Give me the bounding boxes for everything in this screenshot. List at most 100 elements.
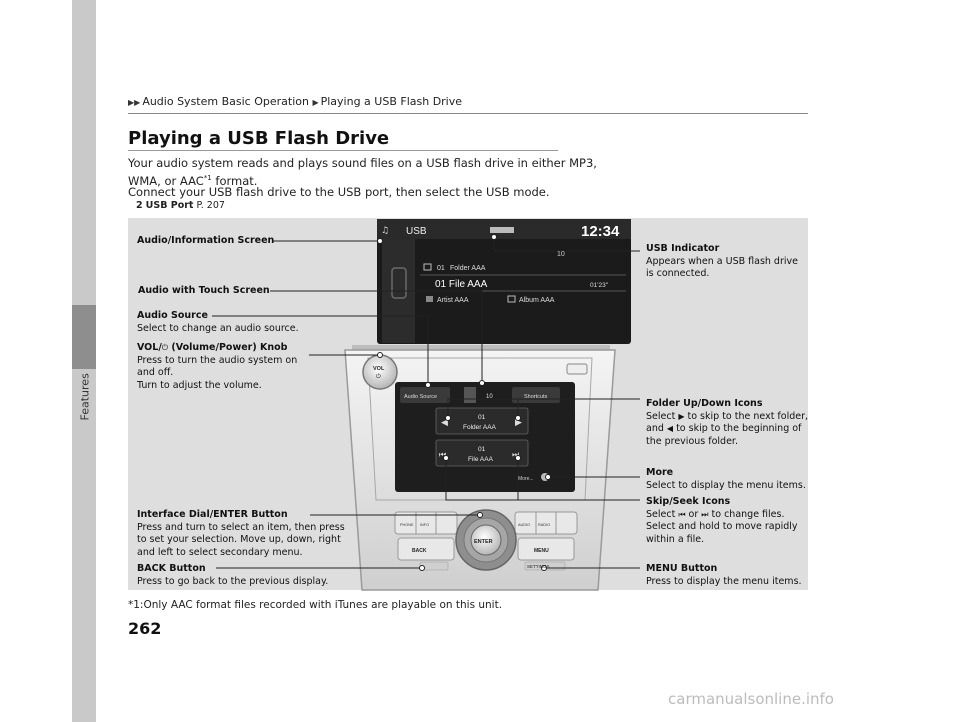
callout-desc: to skip to the beginning of xyxy=(673,423,802,434)
callout-title: Skip/Seek Icons xyxy=(646,496,731,507)
back-button[interactable] xyxy=(397,537,455,561)
callout-desc: to change files. xyxy=(708,508,785,520)
callout-audio-info-screen: Audio/Information Screen xyxy=(137,235,274,248)
callout-desc: or xyxy=(685,508,702,520)
callout-desc: and off. xyxy=(137,367,174,378)
power-icon: ⏻ xyxy=(161,343,169,352)
callout-title: More xyxy=(646,467,674,478)
footnote: *1:Only AAC format files recorded with i… xyxy=(128,599,503,611)
enter-button[interactable] xyxy=(470,524,502,556)
callout-desc: Press to go back to the previous display… xyxy=(137,575,329,587)
usb-drive-icon xyxy=(391,267,407,299)
folder-down-icon[interactable]: ◀ xyxy=(441,418,448,428)
music-icon: ♫ xyxy=(381,226,389,236)
callout-desc: is connected. xyxy=(646,268,710,279)
track-count: 10 xyxy=(557,251,565,258)
xref-label: USB Port xyxy=(145,200,194,211)
callout-interface-dial: Interface Dial/ENTER Button Press and tu… xyxy=(137,509,345,559)
touch-file-number: 01 xyxy=(478,446,486,453)
intro-line: WMA, or AAC*1 format. xyxy=(128,171,257,189)
enter-label: ENTER xyxy=(474,539,493,545)
callout-desc: Turn to adjust the volume. xyxy=(137,379,262,391)
callout-dot xyxy=(545,474,551,480)
hazard-button[interactable] xyxy=(566,363,588,375)
skip-back-icon[interactable]: ⏮ xyxy=(439,450,446,459)
xref-page: P. 207 xyxy=(193,200,225,211)
volume-knob[interactable] xyxy=(362,354,398,390)
callout-title: Audio with Touch Screen xyxy=(138,285,270,296)
callout-desc: Select to change an audio source. xyxy=(137,322,299,334)
callout-menu-button: MENU Button Press to display the menu it… xyxy=(646,563,802,588)
menu-button[interactable] xyxy=(517,537,575,561)
callout-audio-touch-screen: Audio with Touch Screen xyxy=(138,285,270,298)
callout-desc: and left to select secondary menu. xyxy=(137,546,303,558)
callout-folder-icons: Folder Up/Down Icons Select ▶ to skip to… xyxy=(646,398,808,448)
touch-file-name: File AAA xyxy=(468,456,494,463)
album-name: Album AAA xyxy=(519,297,555,304)
folder-icon xyxy=(423,263,432,271)
folder-name: Folder AAA xyxy=(450,265,486,272)
page-title: Playing a USB Flash Drive xyxy=(128,128,390,149)
callout-desc: Select xyxy=(646,508,679,520)
breadcrumb-item[interactable]: Audio System Basic Operation xyxy=(142,95,309,108)
skip-forward-icon: ⏭ xyxy=(701,509,709,519)
callout-audio-source: Audio Source Select to change an audio s… xyxy=(137,310,299,335)
callout-title: MENU Button xyxy=(646,563,718,574)
callout-dot xyxy=(477,512,483,518)
audio-key-label: AUDIO xyxy=(518,523,530,527)
audio-source-label: Audio Source xyxy=(404,394,437,400)
vol-label: VOL xyxy=(373,366,385,372)
breadcrumb: ▶▶Audio System Basic Operation ▶Playing … xyxy=(128,95,462,108)
cross-reference[interactable]: 2 USB Port P. 207 xyxy=(136,200,225,211)
callout-desc: to skip to the next folder, xyxy=(684,410,809,422)
callout-title: Audio Source xyxy=(137,310,208,321)
callout-dot xyxy=(491,234,497,240)
phone-key-label: PHONE xyxy=(400,523,414,527)
file-selector xyxy=(435,439,529,467)
callout-desc: Appears when a USB flash drive xyxy=(646,255,798,267)
right-hotkeys[interactable] xyxy=(514,511,578,535)
callout-title: USB Indicator xyxy=(646,243,720,254)
settings-label: SETTINGS xyxy=(527,564,550,569)
title-rule xyxy=(128,150,558,151)
skip-forward-icon[interactable]: ⏭ xyxy=(512,450,519,459)
elapsed-time: 01'23" xyxy=(590,282,609,289)
sidebar-section-tab xyxy=(72,305,96,369)
callout-volume-knob: VOL/⏻ (Volume/Power) Knob Press to turn … xyxy=(137,342,297,392)
xref-marker: 2 xyxy=(136,200,143,211)
callout-title: BACK Button xyxy=(137,563,206,574)
callout-dot xyxy=(425,382,431,388)
folder-up-icon[interactable]: ▶ xyxy=(515,418,522,428)
artist-name: Artist AAA xyxy=(437,297,469,304)
artist-icon xyxy=(426,296,433,302)
breadcrumb-item[interactable]: Playing a USB Flash Drive xyxy=(320,95,463,108)
page-number: 262 xyxy=(128,619,162,638)
callout-dot xyxy=(377,238,383,244)
intro-line: Connect your USB flash drive to the USB … xyxy=(128,185,550,199)
source-label: USB xyxy=(406,226,427,237)
callout-back-button: BACK Button Press to go back to the prev… xyxy=(137,563,328,588)
audio-source-button[interactable] xyxy=(400,387,450,403)
intro-text: WMA, or AAC xyxy=(128,173,204,188)
file-name: 01 File AAA xyxy=(435,279,488,290)
breadcrumb-arrow-icon: ▶ xyxy=(312,98,319,107)
callout-dot xyxy=(541,565,547,571)
touch-count: 10 xyxy=(486,394,493,400)
callout-title: Folder Up/Down Icons xyxy=(646,398,763,409)
folder-number: 01 xyxy=(437,265,445,272)
watermark: carmanualsonline.info xyxy=(668,690,834,708)
callout-dot xyxy=(443,455,449,461)
callout-desc: Select and hold to move rapidly xyxy=(646,521,798,532)
callout-title: Interface Dial/ENTER Button xyxy=(137,509,288,520)
right-arrow-icon: ▶ xyxy=(678,411,685,421)
callout-dot xyxy=(445,415,451,421)
touch-folder-number: 01 xyxy=(478,414,486,421)
callout-dot xyxy=(515,455,521,461)
left-hotkeys[interactable] xyxy=(394,511,458,535)
callout-desc: and xyxy=(646,423,667,434)
skip-back-icon: ⏮ xyxy=(678,509,686,519)
more-label: More... xyxy=(518,476,534,482)
intro-line: Your audio system reads and plays sound … xyxy=(128,156,597,170)
touch-folder-name: Folder AAA xyxy=(463,424,497,431)
